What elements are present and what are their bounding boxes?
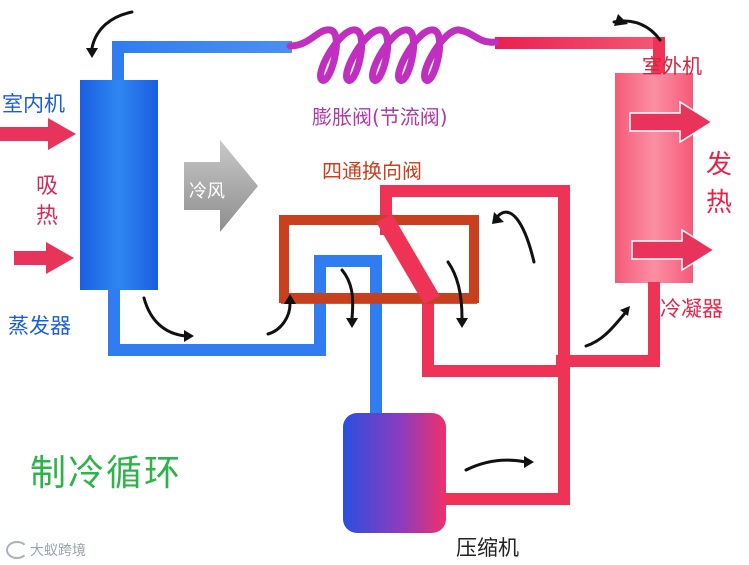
indoor-unit-label: 室内机 [2,92,65,116]
absorb-heat-label: 吸 热 [35,174,58,229]
cycle-title: 制冷循环 [30,453,183,494]
top-cold-pipe [112,41,292,53]
four-way-valve-label: 四通换向阀 [322,159,422,183]
release-heat-label: 发 热 [705,150,732,218]
expansion-valve-coil [286,26,500,84]
evaporator-label: 蒸发器 [8,314,71,338]
hot-pipes [380,185,660,505]
left-top-pipe-down [112,41,124,83]
compressor-body [343,413,446,533]
cold-air-arrow [184,140,258,232]
watermark-logo-icon [6,541,28,559]
absorb-heat-arrows [0,118,76,274]
compressor-label: 压缩机 [456,536,519,560]
right-top-pipe-down [653,37,665,77]
flow-arrows [90,10,662,472]
expansion-valve-label: 膨胀阀(节流阀) [312,105,448,129]
top-hot-pipe [495,37,665,49]
outdoor-unit-label: 室外机 [642,54,702,78]
release-heat-arrows [629,100,716,272]
valve-slide [376,214,440,304]
cold-air-label: 冷风 [189,181,225,202]
watermark-text: 大蚁跨境 [30,543,86,559]
condenser-label: 冷凝器 [660,297,723,321]
evaporator-unit [80,80,158,290]
flow-arrowheads [86,14,630,468]
